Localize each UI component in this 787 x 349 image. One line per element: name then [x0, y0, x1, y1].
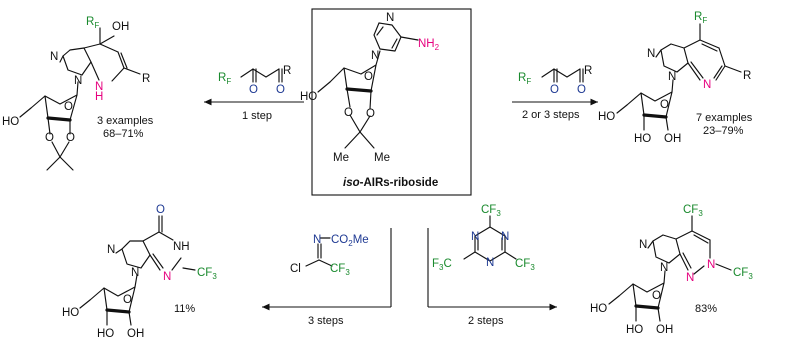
- svg-text:OH: OH: [112, 21, 129, 33]
- svg-text:O: O: [577, 84, 586, 96]
- right-reagent-diketone: [541, 68, 584, 83]
- svg-text:CF3: CF3: [733, 267, 753, 281]
- svg-text:CO2Me: CO2Me: [331, 234, 369, 248]
- top-right-examples: 7 examples: [696, 112, 753, 124]
- svg-text:N: N: [668, 71, 676, 83]
- svg-text:F3C: F3C: [432, 258, 452, 272]
- bottom-left-reaction-steps: 3 steps: [308, 315, 344, 327]
- svg-text:O: O: [344, 107, 353, 119]
- svg-text:O: O: [366, 108, 375, 120]
- svg-text:N: N: [95, 81, 103, 93]
- bottom-right-yield: 83%: [695, 303, 717, 315]
- svg-text:HO: HO: [2, 116, 19, 128]
- svg-text:CF3: CF3: [197, 267, 217, 281]
- svg-text:OH: OH: [664, 133, 681, 145]
- svg-text:O: O: [156, 204, 165, 216]
- svg-text:N: N: [639, 239, 647, 251]
- svg-text:N: N: [107, 244, 115, 256]
- product-top-right-structure: [616, 23, 742, 131]
- svg-text:HO: HO: [97, 328, 114, 340]
- svg-text:R: R: [142, 73, 150, 85]
- top-right-yield: 23–79%: [703, 125, 744, 137]
- svg-text:N: N: [163, 271, 171, 283]
- svg-text:N: N: [74, 75, 82, 87]
- svg-text:R: R: [283, 65, 291, 77]
- svg-text:N: N: [647, 48, 655, 60]
- svg-text:Me: Me: [374, 152, 390, 164]
- svg-text:O: O: [652, 290, 661, 302]
- svg-text:N: N: [660, 262, 668, 274]
- svg-text:N: N: [386, 12, 394, 24]
- svg-text:O: O: [66, 132, 75, 144]
- starting-material-structure: [317, 22, 419, 149]
- svg-text:HO: HO: [590, 303, 607, 315]
- top-left-examples: 3 examples: [97, 115, 154, 127]
- svg-text:O: O: [123, 294, 132, 306]
- svg-text:Me: Me: [333, 152, 349, 164]
- svg-text:O: O: [364, 71, 373, 83]
- svg-text:CF3: CF3: [683, 204, 703, 218]
- triazine-reagent: [463, 215, 517, 262]
- starting-material-box: [311, 8, 472, 196]
- svg-text:O: O: [550, 84, 559, 96]
- svg-text:N: N: [313, 234, 321, 246]
- svg-text:HO: HO: [62, 307, 79, 319]
- svg-text:RF: RF: [694, 11, 707, 25]
- svg-text:Cl: Cl: [290, 263, 301, 275]
- svg-text:N: N: [371, 50, 379, 62]
- left-reagent-diketone: [240, 68, 283, 83]
- bottom-left-yield: 11%: [174, 303, 195, 315]
- svg-text:O: O: [660, 99, 669, 111]
- svg-text:N: N: [707, 259, 715, 271]
- svg-text:O: O: [249, 84, 258, 96]
- svg-text:N: N: [686, 272, 694, 284]
- svg-text:R: R: [584, 65, 592, 77]
- svg-text:RF: RF: [518, 72, 531, 86]
- svg-text:N: N: [703, 79, 711, 91]
- svg-text:O: O: [64, 101, 73, 113]
- svg-text:O: O: [276, 84, 285, 96]
- svg-text:CF3: CF3: [515, 258, 535, 272]
- starting-material-label: iso-AIRs-riboside: [343, 177, 438, 189]
- svg-text:HO: HO: [300, 91, 317, 103]
- svg-text:N: N: [131, 267, 139, 279]
- svg-text:OH: OH: [127, 328, 144, 340]
- right-reaction-steps: 2 or 3 steps: [522, 109, 580, 121]
- svg-text:O: O: [45, 132, 54, 144]
- svg-text:N: N: [471, 231, 479, 243]
- svg-text:R: R: [743, 70, 751, 82]
- svg-text:CF3: CF3: [481, 204, 501, 218]
- svg-text:N: N: [501, 231, 509, 243]
- svg-text:HO: HO: [634, 133, 651, 145]
- top-left-yield: 68–71%: [103, 128, 144, 140]
- svg-text:N: N: [50, 51, 58, 63]
- product-top-left-structure: [19, 27, 141, 171]
- svg-text:NH: NH: [173, 241, 190, 253]
- bottom-right-reaction-steps: 2 steps: [468, 315, 504, 327]
- product-bottom-right-structure: [608, 215, 732, 322]
- svg-text:RF: RF: [86, 16, 99, 30]
- svg-text:HO: HO: [626, 324, 643, 336]
- svg-text:OH: OH: [656, 324, 673, 336]
- svg-text:H: H: [95, 91, 103, 103]
- left-reaction-steps: 1 step: [242, 110, 272, 122]
- svg-text:HO: HO: [598, 111, 615, 123]
- bottom-left-reagent: [305, 237, 333, 267]
- svg-text:N: N: [486, 257, 494, 269]
- amine-group: NH2: [418, 38, 440, 52]
- svg-text:RF: RF: [218, 72, 231, 86]
- svg-text:CF3: CF3: [330, 263, 350, 277]
